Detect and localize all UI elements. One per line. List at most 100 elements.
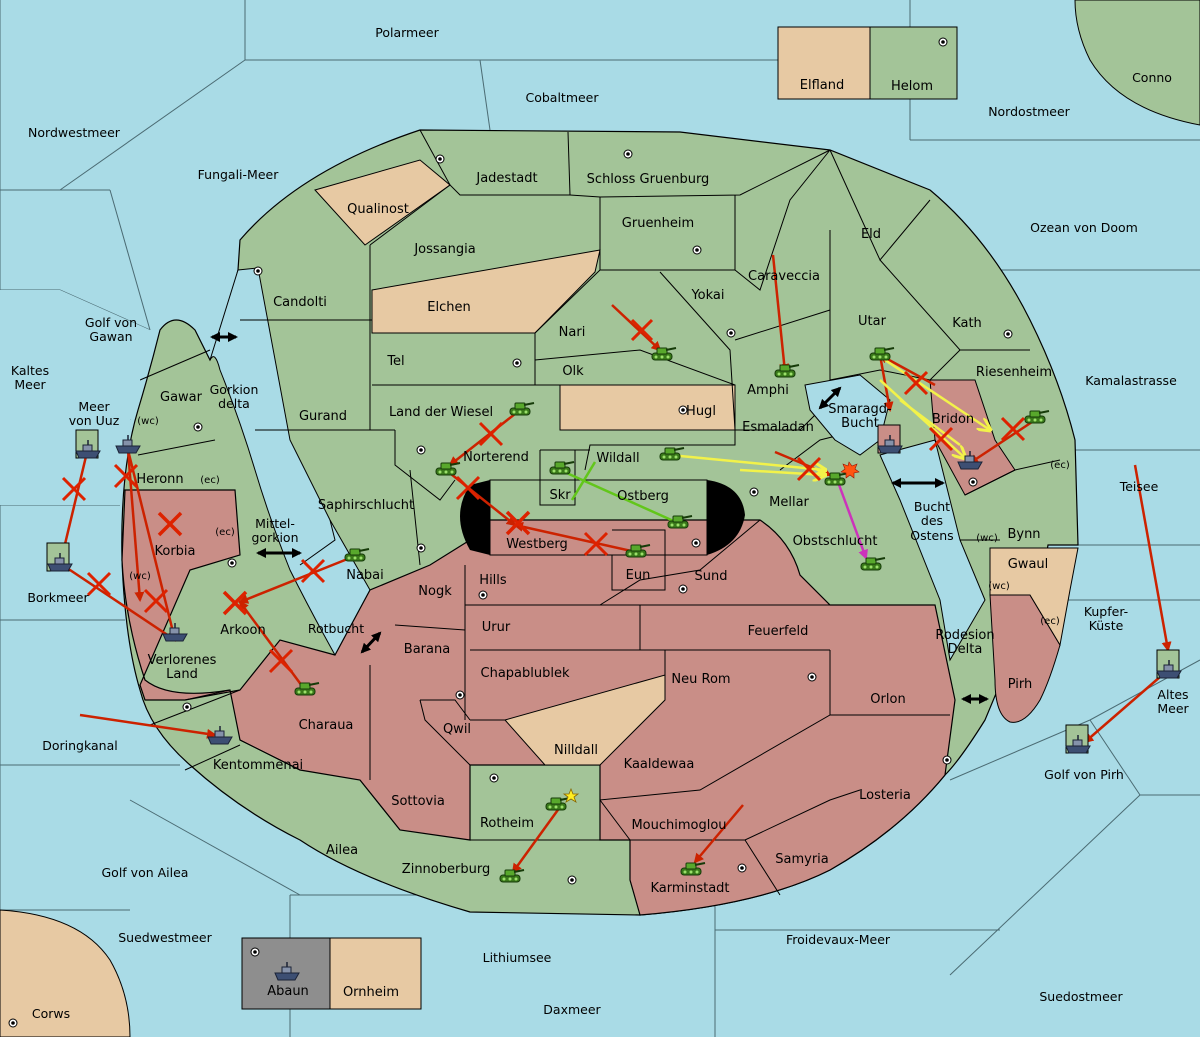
label-ornheim: Ornheim [343, 985, 399, 1000]
label-sottovia: Sottovia [391, 794, 445, 809]
westberg-box [489, 479, 708, 556]
sea-golf-von-gawan-inlet [0, 290, 150, 505]
label-smaragd-bucht: Smaragd- [828, 402, 892, 417]
label-kath: Kath [952, 316, 982, 331]
label-corws: Corws [32, 1006, 70, 1021]
label-schloss-gruenburg: Schloss Gruenburg [587, 172, 710, 187]
coast-label-ec: (ec) [215, 527, 235, 538]
label-bucht-des-ostens: Bucht [914, 499, 950, 514]
label-altes-meer-2: Meer [1157, 701, 1189, 716]
label-verlorenes-land: Verlorenes [148, 653, 217, 668]
label-zinnoberburg: Zinnoberburg [402, 862, 490, 877]
enemy-territory [121, 489, 956, 916]
label-samyria: Samyria [775, 852, 829, 867]
label-yokai: Yokai [690, 288, 724, 303]
label-kaldewaa: Kaaldewaa [624, 757, 695, 772]
label-daxmeer: Daxmeer [543, 1002, 601, 1017]
region-nilldall[interactable] [504, 674, 666, 766]
label-ailea: Ailea [326, 843, 358, 858]
label-mouchimoglou: Mouchimoglou [631, 818, 726, 833]
label-saphirschlucht: Saphirschlucht [318, 498, 414, 513]
region-labels: Polarmeer Cobaltmeer Elfland Helom Conno… [11, 25, 1190, 1021]
label-gorkion-delta: Gorkion [210, 382, 259, 397]
label-skr: Skr [549, 488, 571, 503]
label-sund: Sund [695, 569, 728, 584]
label-nordostmeer: Nordostmeer [988, 104, 1070, 119]
label-altes-meer: Altes [1157, 687, 1188, 702]
label-kupferkueste: Kupfer- [1084, 604, 1128, 619]
label-ostberg: Ostberg [617, 489, 669, 504]
label-suedwestmeer: Suedwestmeer [118, 930, 212, 945]
label-tel: Tel [386, 354, 404, 369]
label-nari: Nari [559, 325, 586, 340]
label-froidevaux-meer: Froidevaux-Meer [786, 932, 891, 947]
coast-label-wc: (wc) [129, 571, 151, 582]
label-nabai: Nabai [346, 568, 384, 583]
label-eld: Eld [861, 227, 881, 242]
label-qualinost: Qualinost [347, 202, 409, 217]
label-elchen: Elchen [427, 300, 470, 315]
label-olk: Olk [562, 364, 584, 379]
sea-bucht-des-ostens[interactable] [879, 439, 986, 662]
label-eun: Eun [626, 568, 651, 583]
label-suedostmeer: Suedostmeer [1039, 989, 1123, 1004]
label-amphi: Amphi [747, 383, 789, 398]
label-rotheim: Rotheim [480, 816, 534, 831]
label-cobaltmeer: Cobaltmeer [525, 90, 599, 105]
label-charaua: Charaua [299, 718, 354, 733]
label-bucht-des-ostens-3: Ostens [910, 528, 953, 543]
label-rodesion-delta: Rodesion [935, 628, 994, 643]
label-norterend: Norterend [463, 450, 529, 465]
coast-label-ec: (ec) [200, 475, 220, 486]
label-westberg: Westberg [506, 537, 568, 552]
label-jadestadt: Jadestadt [475, 171, 537, 186]
label-rotbucht: Rotbucht [308, 621, 364, 636]
region-corws[interactable] [0, 909, 131, 1037]
label-golf-von-gawan: Golf von [85, 315, 137, 330]
label-kaltes-meer-2: Meer [14, 377, 46, 392]
label-doringkanal: Doringkanal [42, 738, 117, 753]
label-smaragd-bucht-2: Bucht [841, 416, 879, 431]
coast-label-wc: (wc) [988, 581, 1010, 592]
label-karminstadt: Karminstadt [650, 881, 729, 896]
label-neu-rom: Neu Rom [671, 672, 730, 687]
label-heronn: Heronn [136, 472, 183, 487]
label-jossangia: Jossangia [413, 242, 475, 257]
region-borders [137, 129, 1061, 896]
label-arkoon: Arkoon [220, 623, 265, 638]
region-elchen[interactable] [371, 249, 601, 334]
star-icon [562, 787, 580, 803]
label-meer-von-uuz: Meer [78, 399, 110, 414]
label-kupferkueste-2: Küste [1089, 618, 1124, 633]
label-orlon: Orlon [870, 692, 905, 707]
failed-move-marks [61, 318, 1026, 674]
label-golf-von-gawan-2: Gawan [89, 329, 132, 344]
region-ornheim[interactable] [329, 937, 422, 1010]
label-gorkion-delta-2: delta [218, 396, 250, 411]
region-pirh[interactable] [989, 594, 1061, 723]
label-urur: Urur [482, 620, 511, 635]
label-feuerfeld: Feuerfeld [748, 624, 809, 639]
tunnel-east [707, 480, 745, 555]
region-elfland[interactable] [777, 26, 871, 100]
label-hugl: Hugl [686, 404, 716, 419]
region-gwaul[interactable] [989, 547, 1079, 647]
label-nogk: Nogk [418, 584, 452, 599]
burst-icon [840, 461, 860, 479]
label-wildall: Wildall [596, 451, 639, 466]
label-mellar: Mellar [769, 495, 809, 510]
label-losteria: Losteria [859, 788, 911, 803]
label-conno: Conno [1132, 70, 1172, 85]
region-conno[interactable] [1074, 0, 1200, 126]
label-teisee: Teisee [1119, 479, 1159, 494]
coast-label-wc: (wc) [976, 533, 998, 544]
coast-label-ec: (ec) [1040, 616, 1060, 627]
label-caraveccia: Caraveccia [748, 269, 820, 284]
label-gruenheim: Gruenheim [622, 216, 694, 231]
label-qwil: Qwil [443, 722, 471, 737]
label-korbia: Korbia [154, 544, 195, 559]
label-nilldall: Nilldall [554, 743, 598, 758]
label-gawar: Gawar [160, 390, 203, 405]
label-gwaul: Gwaul [1008, 557, 1049, 572]
